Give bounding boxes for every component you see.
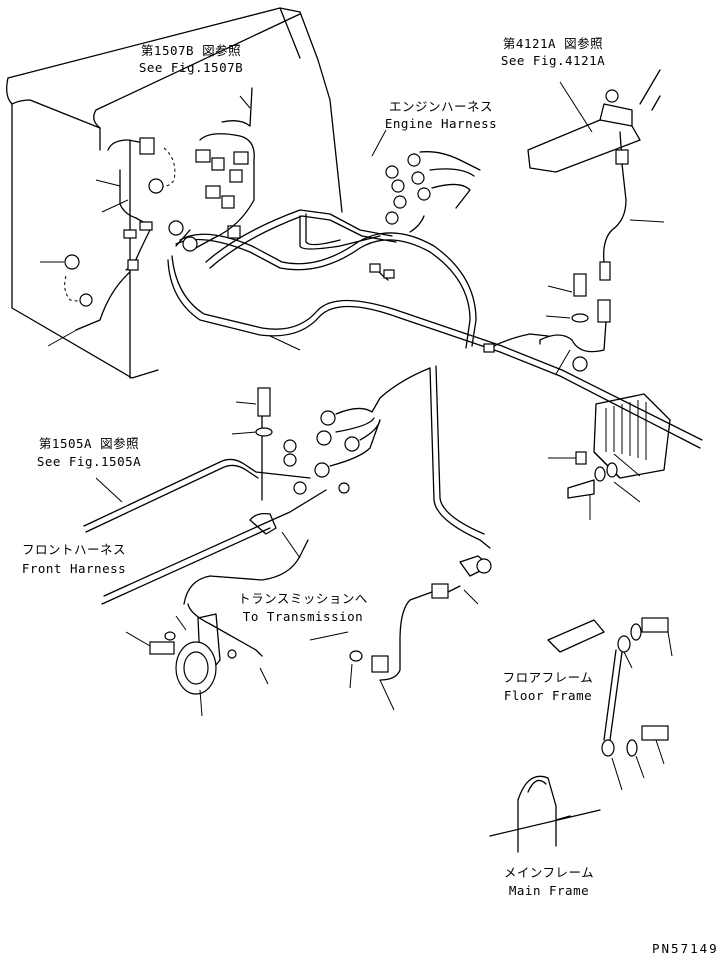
horn-assembly xyxy=(149,613,237,695)
engine-harness-english: Engine Harness xyxy=(384,116,498,131)
to-transmission-japanese: トランスミッションへ xyxy=(238,591,368,606)
main-frame-japanese: メインフレーム xyxy=(503,865,595,880)
ref-1505a-english: See Fig.1505A xyxy=(36,454,142,469)
ref-1507b-english: See Fig.1507B xyxy=(138,60,244,75)
to-transmission-english: To Transmission xyxy=(242,609,364,624)
connector-cluster-left xyxy=(64,137,176,331)
ground-strap xyxy=(489,617,669,853)
floor-frame-english: Floor Frame xyxy=(503,688,593,703)
leader-lines xyxy=(40,81,673,791)
engine-harness-japanese: エンジンハーネス xyxy=(388,99,494,114)
engine-harness-connectors xyxy=(369,151,481,281)
ref-4121a-japanese: 第4121A 図参照 xyxy=(502,36,604,51)
cab-housing xyxy=(6,7,343,379)
ref-1505a-japanese: 第1505A 図参照 xyxy=(38,436,140,451)
connector-cluster-upper xyxy=(168,87,255,252)
sender-bracket xyxy=(527,69,661,281)
front-harness xyxy=(83,365,491,657)
front-harness-japanese: フロントハーネス xyxy=(21,542,127,557)
drawing-number: PN57149 xyxy=(652,941,719,956)
ref-4121a-english: See Fig.4121A xyxy=(500,53,606,68)
transmission-connectors xyxy=(349,555,492,681)
floor-frame-japanese: フロアフレーム xyxy=(502,670,594,685)
main-frame-english: Main Frame xyxy=(508,883,590,898)
controller-unit xyxy=(567,393,671,499)
main-harness xyxy=(167,209,703,449)
front-harness-english: Front Harness xyxy=(21,561,127,576)
ground-parts-right xyxy=(483,273,611,372)
ref-1507b-japanese: 第1507B 図参照 xyxy=(140,43,242,58)
